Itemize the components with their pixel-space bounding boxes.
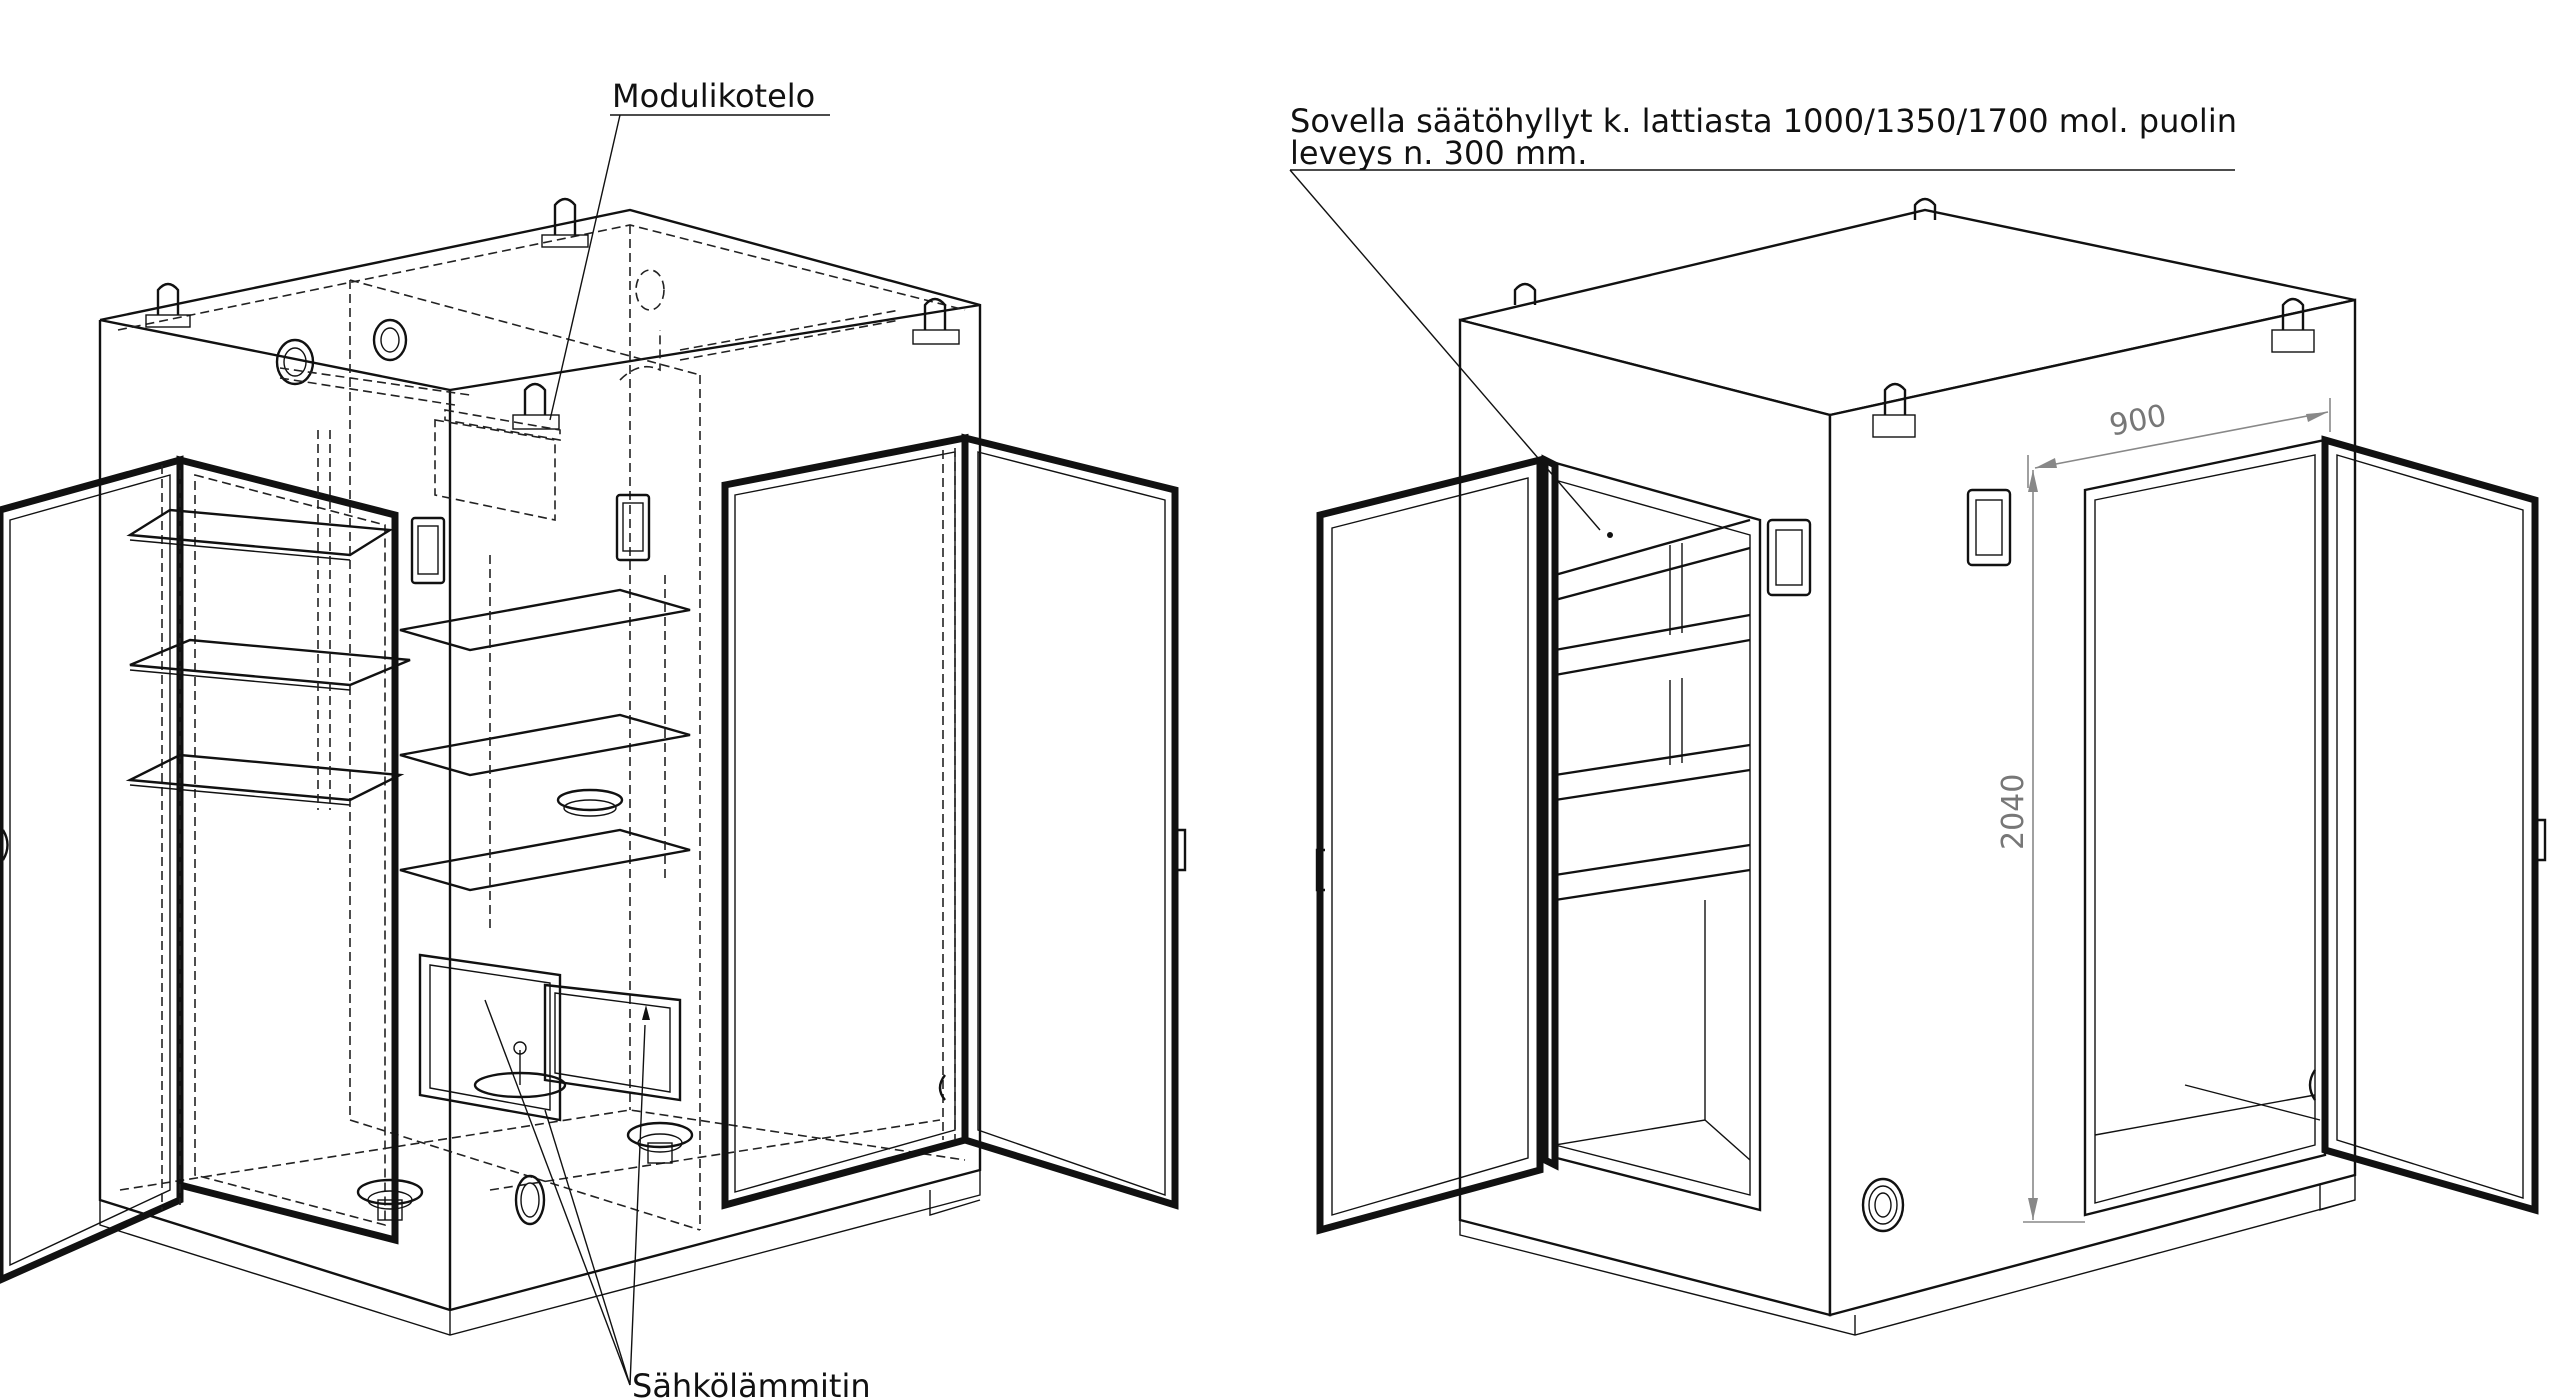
left-cabinet-outline bbox=[98, 208, 982, 1336]
width-dimension bbox=[2027, 398, 2331, 488]
lifting-eye bbox=[1872, 382, 1916, 438]
right-cabinet-right-opening bbox=[2083, 438, 2327, 1217]
shelf-note-line2: leveys n. 300 mm. bbox=[1290, 134, 1587, 172]
left-cabinet-door-frame bbox=[161, 455, 399, 1245]
thermostat-box-icon bbox=[410, 516, 446, 585]
right-cabinet-solid-view: 900 2040 Sovella säätöhyllyt k. lattiast… bbox=[1289, 102, 2547, 1336]
right-cabinet-body bbox=[1458, 208, 2357, 1336]
height-dimension-label: 2040 bbox=[1996, 774, 2031, 850]
lifting-eye bbox=[1913, 197, 1937, 220]
lifting-eye bbox=[2271, 297, 2315, 353]
lifting-eye bbox=[1513, 282, 1537, 305]
thermostat-box-icon bbox=[1966, 488, 2012, 567]
electric-heater-unit bbox=[418, 953, 682, 1122]
left-cabinet-right-door bbox=[721, 433, 1187, 1210]
thermostat-box-icon bbox=[1766, 518, 1812, 597]
left-cabinet-xray-view: Modulikotelo Sähkölämmitin bbox=[0, 77, 1187, 1399]
lifting-eye bbox=[145, 282, 191, 328]
leader-lines bbox=[484, 114, 830, 1386]
right-cabinet-right-door bbox=[2321, 435, 2547, 1215]
left-cabinet-left-door bbox=[0, 455, 184, 1284]
middle-bay-shelves bbox=[399, 555, 691, 930]
lifting-eye bbox=[912, 297, 960, 345]
left-bay-shelves bbox=[125, 430, 411, 810]
lifting-eye bbox=[541, 197, 589, 248]
thermostat-box-icon bbox=[615, 493, 651, 562]
lifting-eye bbox=[512, 382, 560, 430]
module-housing-box bbox=[434, 409, 561, 521]
electric-heater-label: Sähkölämmitin bbox=[632, 1367, 871, 1399]
shelf-note-leader bbox=[1289, 169, 2235, 531]
side-vent-icon bbox=[1861, 1177, 1905, 1233]
ventilation-grille-icon bbox=[275, 269, 901, 406]
right-cabinet-left-door bbox=[1315, 454, 1559, 1235]
side-vent-icon bbox=[514, 1174, 546, 1226]
shelf-note-line1: Sovella säätöhyllyt k. lattiasta 1000/13… bbox=[1290, 102, 2237, 140]
module-housing-label: Modulikotelo bbox=[612, 77, 815, 115]
height-dimension bbox=[2023, 470, 2085, 1223]
floor-drain-icon bbox=[356, 1121, 694, 1221]
